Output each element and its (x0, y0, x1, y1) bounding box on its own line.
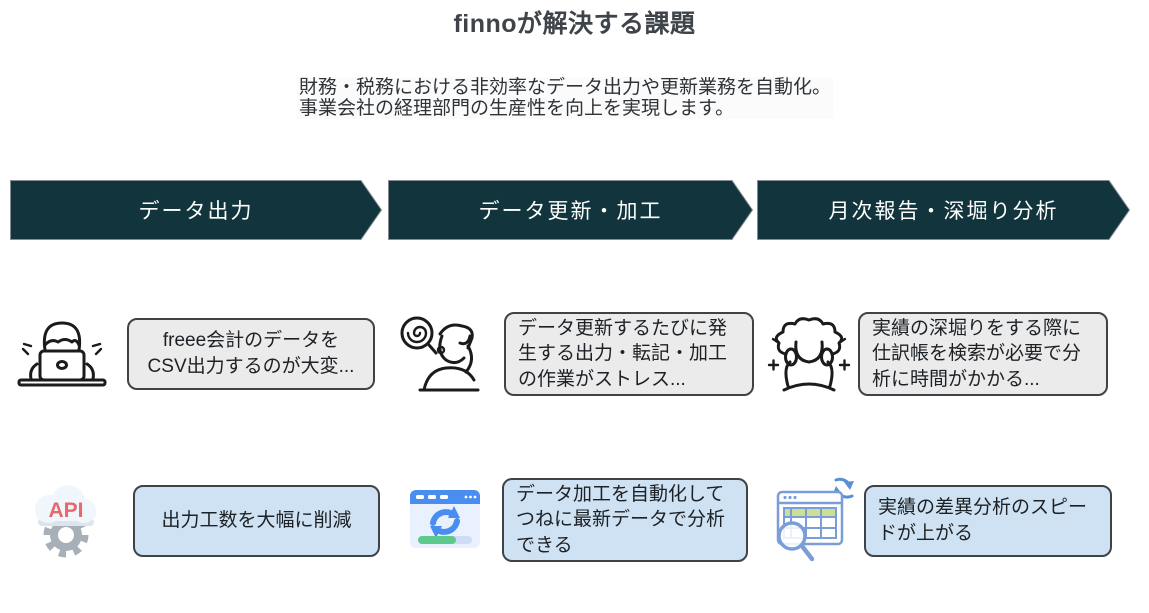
subtitle-line-2: 事業会社の経理部門の生産性を向上を実現します。 (297, 98, 834, 119)
subtitle: 財務・税務における非効率なデータ出力や更新業務を自動化。 事業会社の経理部門の生… (297, 77, 834, 119)
chevron-arrow-shape (10, 180, 382, 240)
flow-step-label: データ出力 (138, 200, 254, 223)
problem-text: 実績の深堀りをする際に仕訳帳を検索が必要で分析に時間がかかる... (872, 317, 1082, 390)
solution-bubble: 出力工数を大幅に削減 (133, 485, 380, 557)
stressed-person-spiral-icon (396, 310, 488, 399)
solution-text: 出力工数を大幅に削減 (161, 510, 352, 532)
table-search-refresh-icon (770, 472, 860, 569)
solution-bubble: 実績の差異分析のスピードが上がる (864, 485, 1112, 557)
solution-text: データ加工を自動化してつねに最新データで分析できる (516, 483, 726, 556)
subtitle-line-1: 財務・税務における非効率なデータ出力や更新業務を自動化。 (297, 77, 834, 98)
problem-bubble: freee会計のデータを CSV出力するのが大変... (127, 318, 375, 390)
api-label: API (48, 499, 83, 522)
solution-bubble: データ加工を自動化してつねに最新データで分析できる (502, 478, 748, 562)
problem-bubble: データ更新するたびに発生する出力・転記・加工の作業がストレス... (504, 312, 754, 396)
page-title: finnoが解決する課題 (453, 10, 696, 38)
person-holding-head-icon (764, 312, 854, 401)
chevron-arrow-shape (388, 180, 753, 240)
api-cloud-gear-icon: API (24, 478, 108, 567)
problem-text: freee会計のデータを CSV出力するのが大変... (147, 330, 355, 377)
flow-step-data-export: データ出力 (10, 180, 382, 240)
problem-text: データ更新するたびに発生する出力・転記・加工の作業がストレス... (518, 317, 728, 390)
chevron-arrow-shape (757, 180, 1130, 240)
flow-step-label: 月次報告・深堀り分析 (828, 200, 1059, 223)
flow-step-label: データ更新・加工 (478, 200, 663, 223)
flow-step-monthly-report: 月次報告・深堀り分析 (757, 180, 1130, 240)
person-typing-laptop-icon (14, 314, 110, 399)
problem-bubble: 実績の深堀りをする際に仕訳帳を検索が必要で分析に時間がかかる... (858, 312, 1108, 396)
solution-text: 実績の差異分析のスピードが上がる (878, 497, 1088, 544)
browser-sync-icon (406, 480, 484, 563)
flow-step-data-update: データ更新・加工 (388, 180, 753, 240)
